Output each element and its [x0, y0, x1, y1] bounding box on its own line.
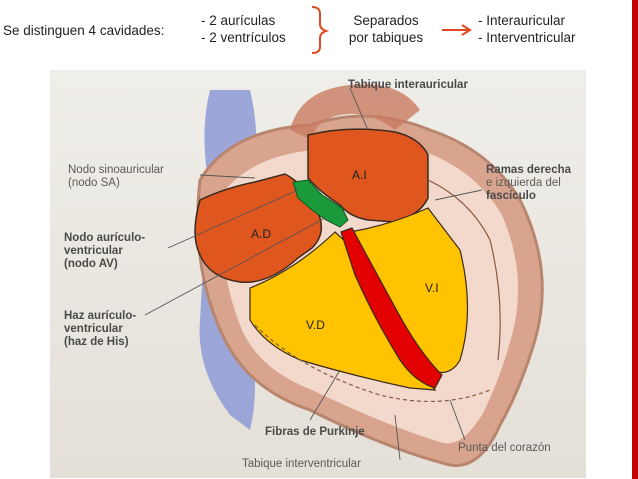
right-atrium — [194, 173, 323, 284]
header-connectors — [311, 6, 472, 54]
purkinje-fibers — [254, 324, 491, 403]
separated-line-1: Separados — [353, 13, 419, 28]
intro-text: Se distinguen 4 cavidades: — [3, 23, 165, 38]
label-nodo-sa-2: (nodo SA) — [68, 177, 120, 189]
label-nodo-sa-1: Nodo sinoauricular — [68, 164, 164, 176]
organs-atria: - 2 aurículas — [201, 13, 276, 28]
label-nodo-av-1: Nodo aurículo- — [64, 232, 146, 244]
label-haz-1: Haz aurículo- — [64, 310, 137, 322]
organs-list: - 2 aurículas - 2 ventrículos — [201, 12, 286, 46]
left-atrium — [307, 128, 429, 223]
label-haz-2: ventricular — [64, 323, 123, 335]
av-node — [292, 179, 349, 228]
heart-figure: Tabique interauricular Nodo sinoauricula… — [50, 70, 586, 478]
chamber-label-ad: A.D — [251, 227, 272, 241]
chamber-label-ai: A.I — [352, 168, 367, 182]
label-ramas-2: e izquierda del — [486, 177, 561, 189]
organs-ventricles: - 2 ventrículos — [201, 30, 286, 45]
label-nodo-av-3: (nodo AV) — [64, 258, 118, 270]
label-haz-3: (haz de His) — [64, 336, 129, 348]
chamber-label-vi: V.I — [425, 281, 439, 295]
leader-lines — [144, 87, 483, 461]
label-punta-corazon: Punta del corazón — [458, 442, 551, 454]
label-ramas-1: Ramas derecha — [486, 164, 572, 176]
label-nodo-av-2: ventricular — [64, 245, 123, 257]
brace-icon — [311, 6, 330, 54]
label-ramas-3: fascículo — [486, 190, 536, 202]
bundle-branches — [427, 179, 501, 361]
label-tabique-interauricular: Tabique interauricular — [348, 79, 468, 91]
septa-interatrial: - Interauricular — [478, 13, 566, 28]
separated-text: Separados por tabiques — [336, 12, 436, 46]
arrow-head-icon — [461, 24, 472, 36]
interventricular-septum — [340, 227, 443, 389]
septa-list: - Interauricular - Interventricular — [478, 12, 576, 46]
aorta — [290, 84, 420, 140]
accent-bar — [632, 0, 638, 479]
chamber-label-vd: V.D — [306, 318, 325, 332]
label-fibras-purkinje: Fibras de Purkinje — [265, 426, 365, 438]
label-tabique-interventricular: Tabique interventricular — [242, 458, 361, 470]
separated-line-2: por tabiques — [348, 30, 424, 45]
heart-illustration — [50, 70, 586, 478]
septa-interventricular: - Interventricular — [478, 30, 576, 45]
